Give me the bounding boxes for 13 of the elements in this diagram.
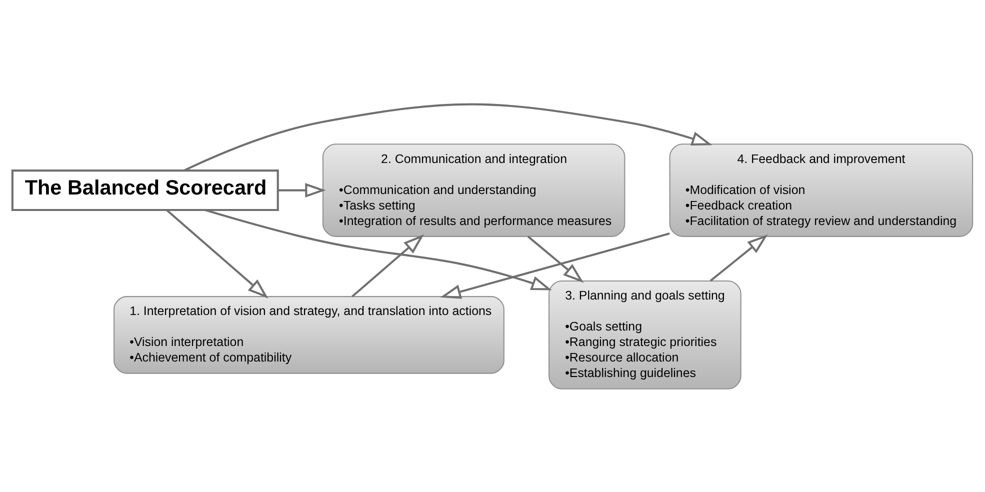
arrow xyxy=(352,234,424,297)
arrow xyxy=(184,102,712,171)
node-box: 4. Feedback and improvement •Modification of vision •Feedback creation •Facilitation of strategy review and understanding xyxy=(669,143,974,236)
arrow xyxy=(710,234,768,282)
arrow xyxy=(166,208,268,298)
arrow xyxy=(440,232,670,298)
node-box: 1. Interpretation of vision and strategy, and translation into actions •Vision interpretation •Achievement of compatibility xyxy=(114,296,504,374)
arrow xyxy=(278,182,326,198)
arrow xyxy=(204,208,552,290)
node-box: The Balanced Scorecard xyxy=(11,169,279,211)
arrow xyxy=(527,235,584,282)
node-box: 2. Communication and integration •Communication and understanding •Tasks setting •Integration of results and performance measures xyxy=(322,143,626,236)
node-box: 3. Planning and goals setting •Goals setting •Ranging strategic priorities •Resource allocation •Establishing guidelines xyxy=(548,280,742,389)
